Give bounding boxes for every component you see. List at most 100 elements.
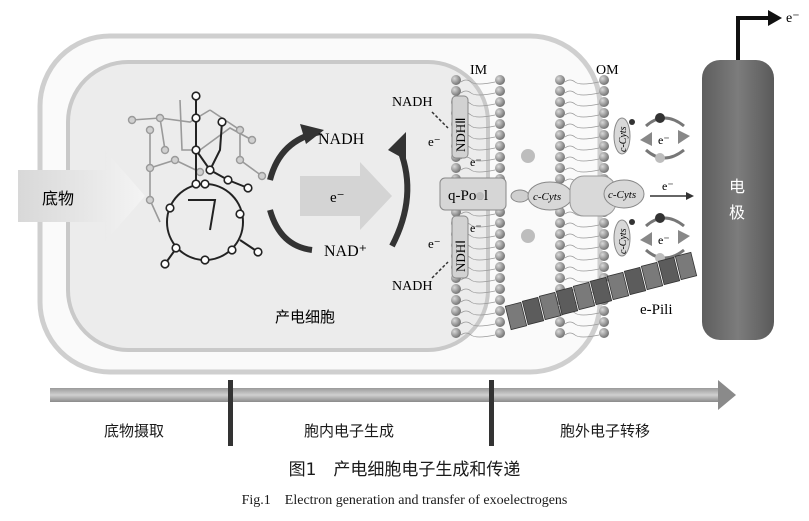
cell-label: 产电细胞	[275, 308, 335, 326]
nadh-arrow-upper	[431, 111, 449, 129]
membrane-bead	[495, 108, 505, 118]
nadh-arrow-lower	[431, 261, 449, 279]
ndh2-protein	[451, 95, 469, 159]
membrane-bead	[599, 163, 609, 173]
nadh-lower-left: NADH	[392, 279, 432, 294]
membrane-bead	[555, 152, 565, 162]
electrode-label-1: 电	[729, 177, 745, 196]
pili-segment	[640, 261, 664, 291]
electrode-wire-head	[768, 10, 782, 26]
membrane-bead	[495, 273, 505, 283]
membrane-bead	[599, 218, 609, 228]
membrane-bead	[599, 229, 609, 239]
membrane-bead	[451, 295, 461, 305]
ndh1-label: NDHⅠ	[453, 240, 468, 272]
pili-segment	[623, 266, 647, 296]
membrane-bead	[599, 108, 609, 118]
inner-electron-arrow	[300, 162, 392, 230]
cyts-bottom-right-label: c-Cyts	[618, 228, 629, 254]
cycle-arrowhead-top	[300, 124, 324, 144]
membrane-bead	[599, 317, 609, 327]
electrode	[702, 60, 774, 340]
electron-im-lower: e⁻	[470, 221, 482, 235]
electrode-label-2: 极	[729, 203, 745, 222]
membrane-bead	[495, 141, 505, 151]
membrane-bead	[555, 273, 565, 283]
membrane-lipid-tail	[460, 167, 496, 173]
membrane-bead	[599, 119, 609, 129]
membrane-bead	[555, 141, 565, 151]
membrane-bead	[451, 284, 461, 294]
electron-to-electrode-head	[686, 192, 694, 200]
membrane-lipid-tail	[564, 123, 600, 129]
periplasm-dot-bottom	[521, 229, 535, 243]
membrane-bead	[451, 86, 461, 96]
pili-segment	[606, 271, 630, 301]
metabolic-nodes-grey	[127, 113, 267, 205]
om-label: OM	[596, 63, 619, 78]
membrane-lipid-tail	[460, 310, 496, 316]
membrane-bead	[495, 317, 505, 327]
membrane-bead	[495, 86, 505, 96]
cycle-arrowhead-right	[388, 132, 406, 160]
pili-segment	[555, 286, 579, 316]
e-pili	[504, 251, 698, 331]
membrane-lipid-tail	[564, 321, 600, 327]
membrane-bead	[555, 218, 565, 228]
membrane-bead	[495, 240, 505, 250]
membrane-bead	[599, 328, 609, 338]
mediator-cycle-bottom	[629, 213, 690, 263]
cyts-top-right	[613, 117, 631, 155]
membrane-lipid-tail	[564, 79, 600, 85]
membrane-bead	[495, 251, 505, 261]
membrane-lipid-tail	[460, 288, 496, 294]
membrane-bead	[555, 262, 565, 272]
metabolic-nodes-dark	[160, 91, 263, 269]
membrane-bead	[451, 75, 461, 85]
membrane-bead	[495, 75, 505, 85]
pili-segment	[674, 251, 698, 281]
membrane-bead	[495, 218, 505, 228]
membrane-bead	[555, 97, 565, 107]
stage-label-uptake: 底物摄取	[104, 422, 165, 440]
membrane-lipid-tail	[564, 244, 600, 250]
membrane-bead	[599, 240, 609, 250]
electrode-wire	[736, 16, 770, 60]
membrane-bead	[495, 152, 505, 162]
membrane-bead	[451, 306, 461, 316]
membrane-lipid-tail	[460, 299, 496, 305]
cycle-arrow-bottom	[267, 209, 313, 253]
substrate-label: 底物	[42, 189, 74, 208]
membrane-bead	[599, 251, 609, 261]
membrane-bead	[495, 119, 505, 129]
pili-segment	[572, 281, 596, 311]
cycle-arrow-right	[389, 148, 411, 248]
membrane-bead	[599, 262, 609, 272]
figure-caption-en: Fig.1 Electron generation and transfer o…	[241, 493, 568, 508]
electron-upper: e⁻	[428, 134, 441, 149]
substrate-arrow	[18, 150, 145, 242]
membrane-lipid-tail	[564, 156, 600, 162]
membrane-lipid-tail	[460, 211, 496, 217]
qpool-box	[439, 177, 507, 211]
periplasm-dot-mid	[476, 192, 484, 200]
membrane-bead	[555, 328, 565, 338]
mediator-cycle-top	[629, 113, 690, 163]
membrane-bead	[555, 317, 565, 327]
electron-cycle-bottom: e⁻	[658, 233, 670, 247]
pili-segment	[521, 296, 545, 326]
membrane-bead	[495, 163, 505, 173]
pili-segment	[657, 256, 681, 286]
membrane-lipid-tail	[460, 332, 496, 338]
cyts-periplasm-label: c-Cyts	[533, 191, 561, 203]
membrane-bead	[555, 86, 565, 96]
membrane-lipid-tail	[564, 266, 600, 272]
stage-divider-1	[228, 380, 233, 446]
pili-segment	[538, 291, 562, 321]
membrane-bead	[495, 328, 505, 338]
electron-lower: e⁻	[428, 236, 441, 251]
ndh2-label: NDHⅡ	[453, 117, 468, 152]
membrane-bead	[599, 141, 609, 151]
electron-cycle-top: e⁻	[658, 133, 670, 147]
